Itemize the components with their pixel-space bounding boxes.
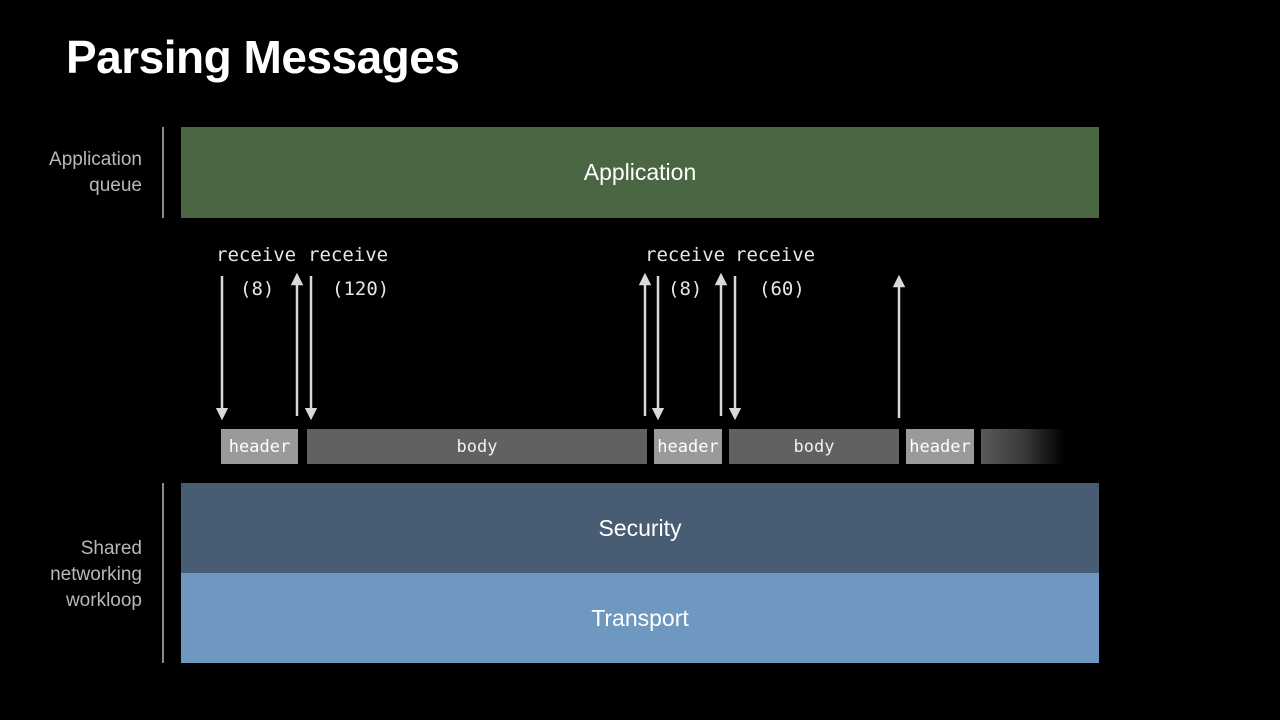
segment-label: header [909,436,971,457]
shared-workloop-label-line-2: networking [50,564,142,585]
segment-label: body [456,436,498,457]
receive-call-3-label: receive [645,244,726,266]
application-layer: Application [181,127,1099,218]
segment-label: header [657,436,719,457]
shared-workloop-label: Shared networking workloop [50,536,142,614]
transport-layer: Transport [181,573,1099,663]
application-queue-label: Application queue [49,147,142,199]
receive-call-4-size: (60) [759,278,805,300]
stream-segment-header-2: header [654,429,722,464]
segment-label: header [228,436,291,457]
slide-title: Parsing Messages [66,31,460,83]
stream-segment-body-2: body [729,429,899,464]
stream-segment-body-1: body [307,429,647,464]
receive-call-4-label: receive [735,244,816,266]
security-layer-label: Security [598,514,682,541]
stream-segment-header-3: header [906,429,974,464]
shared-workloop-label-line-1: Shared [80,538,142,559]
application-queue-label-line-2: queue [89,175,142,196]
receive-call-2-label: receive [308,244,389,266]
receive-call-2-size: (120) [332,278,390,300]
application-queue-label-line-1: Application [49,149,142,170]
receive-call-3-size: (8) [668,278,703,300]
security-layer: Security [181,483,1099,573]
shared-workloop-bracket [162,483,164,663]
shared-workloop-label-line-3: workloop [65,590,142,611]
application-layer-label: Application [583,159,697,185]
stream-segment-header-1: header [221,429,298,464]
stream-segment-partial [981,429,1065,464]
segment-label: body [793,436,835,457]
receive-call-1-size: (8) [240,278,275,300]
application-queue-bracket [162,127,164,218]
receive-call-1-label: receive [216,244,297,266]
transport-layer-label: Transport [591,604,689,631]
